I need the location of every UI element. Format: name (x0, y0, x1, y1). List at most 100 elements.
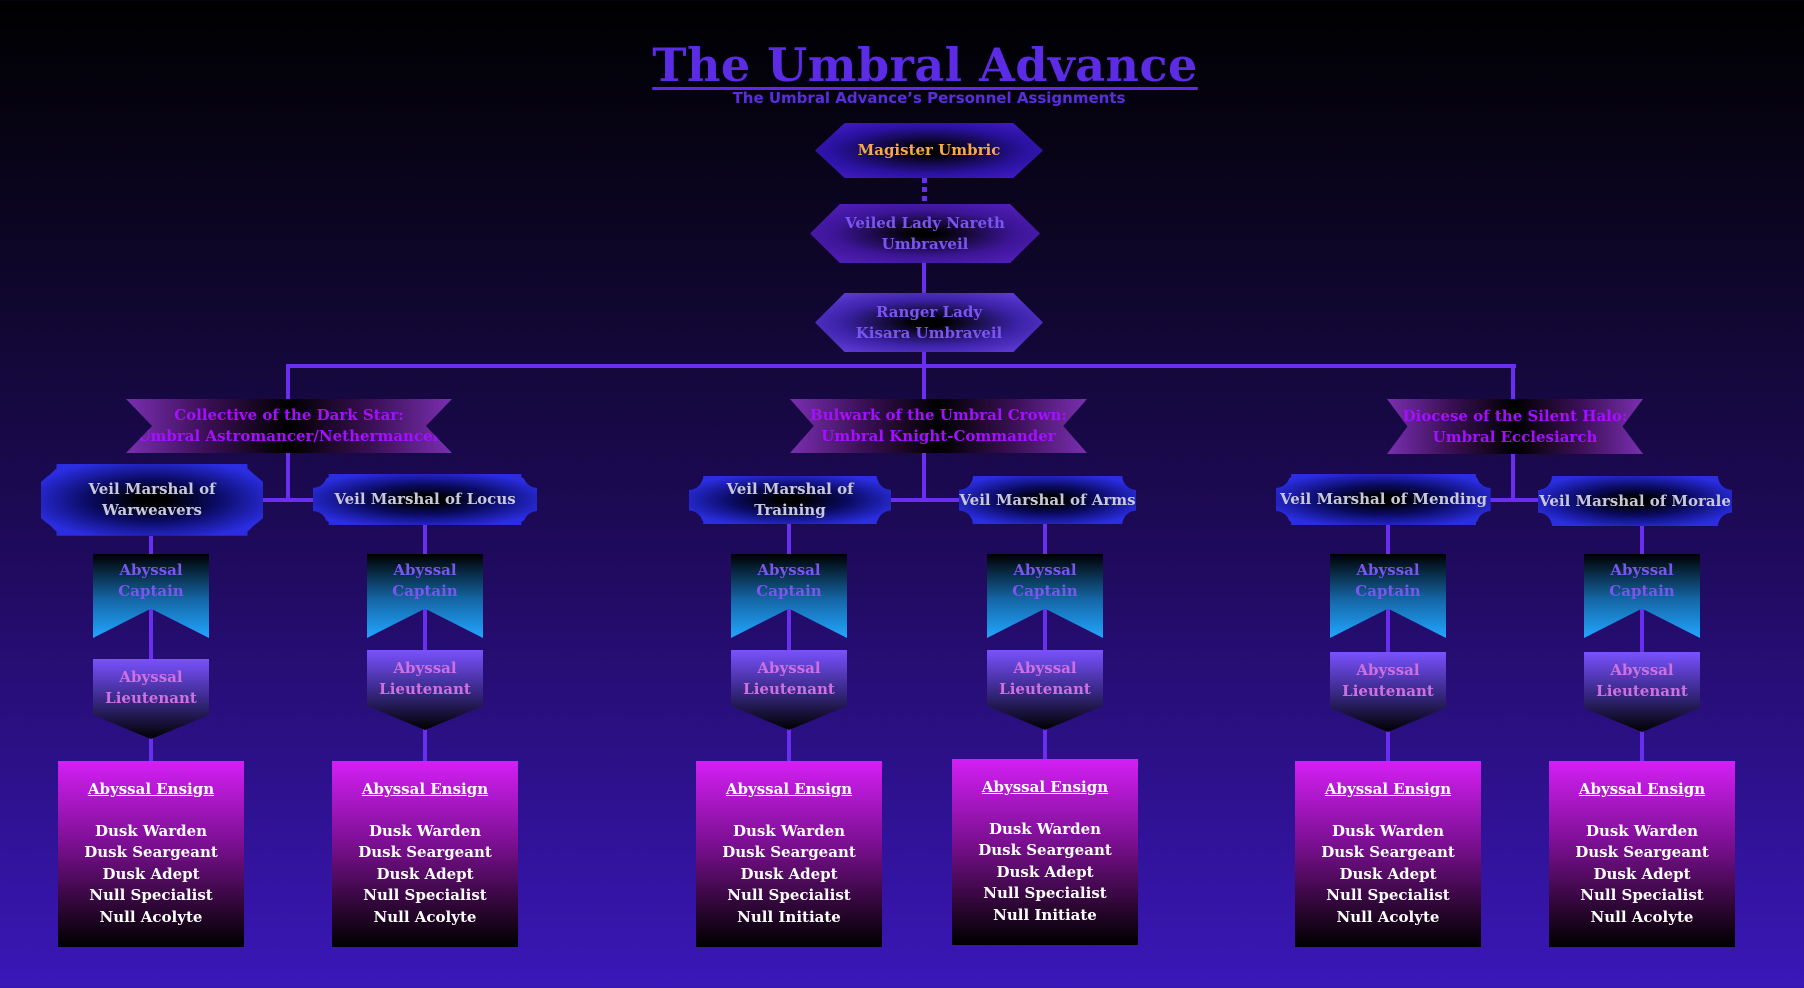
division-title: Umbral Astromancer/Nethermancer (137, 427, 441, 445)
lieutenant-label: Abyssal Lieutenant (105, 668, 197, 707)
dotted-connector (922, 178, 927, 204)
connector-horizontal (286, 364, 1516, 368)
lieutenant-label: Abyssal Lieutenant (743, 659, 835, 698)
rank-item: Dusk Adept (102, 864, 200, 883)
rank-item: Dusk Adept (996, 862, 1094, 881)
rank-item: Null Acolyte (1336, 907, 1440, 926)
marshal-mending[interactable]: Veil Marshal of Mending (1276, 474, 1491, 525)
division-silent-halo[interactable]: Diocese of the Silent Halo: Umbral Eccle… (1387, 399, 1643, 454)
leader-veiled-lady[interactable]: Veiled Lady Nareth Umbraveil (810, 204, 1040, 263)
ensign-heading: Abyssal Ensign (87, 780, 215, 798)
captain-label: Abyssal Captain (1609, 561, 1675, 600)
rank-item: Dusk Seargeant (978, 841, 1112, 859)
division-umbral-crown[interactable]: Bulwark of the Umbral Crown: Umbral Knig… (790, 399, 1087, 453)
leader-ranger-lady[interactable]: Ranger Lady Kisara Umbraveil (815, 293, 1043, 352)
ensign-heading: Abyssal Ensign (1324, 780, 1452, 798)
lieutenant-label: Abyssal Lieutenant (1342, 661, 1434, 700)
marshal-training[interactable]: Veil Marshal of Training (689, 476, 891, 524)
division-title: Umbral Ecclesiarch (1432, 427, 1598, 446)
rank-item: Dusk Warden (368, 821, 482, 840)
marshal-name: Veil Marshal of Arms (959, 490, 1136, 509)
rank-item: Null Acolyte (373, 907, 477, 926)
rank-item: Dusk Adept (740, 864, 838, 883)
ensign-heading: Abyssal Ensign (1578, 780, 1706, 798)
marshal-name: Veil Marshal of Locus (334, 490, 516, 508)
ensign-heading: Abyssal Ensign (361, 780, 489, 798)
rank-item: Null Specialist (89, 886, 213, 904)
leader-name: Magister Umbric (857, 141, 1001, 159)
marshal-arms[interactable]: Veil Marshal of Arms (959, 476, 1136, 524)
captain-label: Abyssal Captain (756, 561, 822, 600)
marshal-name: Veil Marshal of Training (726, 480, 854, 519)
rank-item: Dusk Adept (1339, 864, 1437, 883)
rank-item: Dusk Warden (988, 819, 1102, 838)
rank-item: Null Specialist (727, 886, 851, 904)
captain-label: Abyssal Captain (1355, 561, 1421, 600)
lieutenant-node[interactable]: Abyssal Lieutenant (93, 659, 209, 739)
rank-item: Dusk Warden (94, 821, 208, 840)
column-connector (1386, 525, 1390, 761)
rank-item: Null Specialist (1580, 886, 1704, 904)
division-dark-star[interactable]: Collective of the Dark Star: Umbral Astr… (126, 399, 452, 453)
division-title: Umbral Knight-Commander (821, 427, 1056, 445)
rank-item: Dusk Seargeant (722, 843, 856, 861)
marshal-morale[interactable]: Veil Marshal of Morale (1538, 476, 1732, 526)
marshal-name: Veil Marshal of Mending (1280, 490, 1487, 508)
leader-name: Veiled Lady Nareth Umbraveil (845, 213, 1005, 253)
rank-item: Dusk Warden (1585, 821, 1699, 840)
rank-item: Dusk Warden (732, 821, 846, 840)
column-connector (787, 524, 791, 761)
lieutenant-label: Abyssal Lieutenant (379, 659, 471, 698)
column-connector (423, 525, 427, 761)
rank-item: Dusk Seargeant (358, 843, 492, 861)
rank-item: Null Acolyte (99, 907, 203, 926)
lieutenant-node[interactable]: Abyssal Lieutenant (367, 650, 483, 730)
rank-item: Null Acolyte (1590, 907, 1694, 926)
rank-item: Dusk Adept (376, 864, 474, 883)
marshal-name: Veil Marshal of Warweavers (88, 480, 216, 519)
lieutenant-label: Abyssal Lieutenant (999, 659, 1091, 698)
ensign-heading: Abyssal Ensign (981, 778, 1109, 796)
lieutenant-node[interactable]: Abyssal Lieutenant (987, 650, 1103, 730)
captain-label: Abyssal Captain (392, 561, 458, 600)
lieutenant-node[interactable]: Abyssal Lieutenant (731, 650, 847, 730)
rank-item: Null Specialist (363, 886, 487, 904)
leader-magister[interactable]: Magister Umbric (815, 123, 1043, 178)
rank-item: Null Initiate (993, 905, 1097, 924)
captain-node[interactable]: Abyssal Captain (731, 554, 847, 638)
ensign-heading: Abyssal Ensign (725, 780, 853, 798)
connector-horizontal (885, 498, 965, 502)
page-title: The Umbral Advance (652, 38, 1198, 92)
division-name: Collective of the Dark Star: (174, 406, 404, 424)
connector (922, 352, 926, 368)
captain-node[interactable]: Abyssal Captain (367, 554, 483, 638)
rank-item: Dusk Warden (1331, 821, 1445, 840)
rank-item: Null Specialist (983, 884, 1107, 902)
leader-name: Ranger Lady Kisara Umbraveil (855, 302, 1003, 342)
rank-item: Null Specialist (1326, 886, 1450, 904)
column-connector (1640, 526, 1644, 761)
marshal-locus[interactable]: Veil Marshal of Locus (313, 474, 537, 525)
rank-item: Dusk Seargeant (84, 843, 218, 861)
column-connector (1043, 524, 1047, 759)
marshal-warweavers[interactable]: Veil Marshal of Warweavers (41, 464, 263, 536)
connector-horizontal (255, 498, 321, 502)
rank-item: Null Initiate (737, 907, 841, 926)
connector-horizontal (1485, 498, 1545, 502)
division-name: Bulwark of the Umbral Crown: (810, 406, 1067, 424)
lieutenant-node[interactable]: Abyssal Lieutenant (1330, 652, 1446, 732)
column-connector (149, 536, 153, 761)
lieutenant-node[interactable]: Abyssal Lieutenant (1584, 652, 1700, 732)
captain-label: Abyssal Captain (118, 561, 184, 600)
captain-label: Abyssal Captain (1012, 561, 1078, 600)
marshal-name: Veil Marshal of Morale (1539, 491, 1731, 510)
connector (922, 263, 926, 293)
rank-item: Dusk Seargeant (1321, 843, 1455, 861)
lieutenant-label: Abyssal Lieutenant (1596, 661, 1688, 700)
